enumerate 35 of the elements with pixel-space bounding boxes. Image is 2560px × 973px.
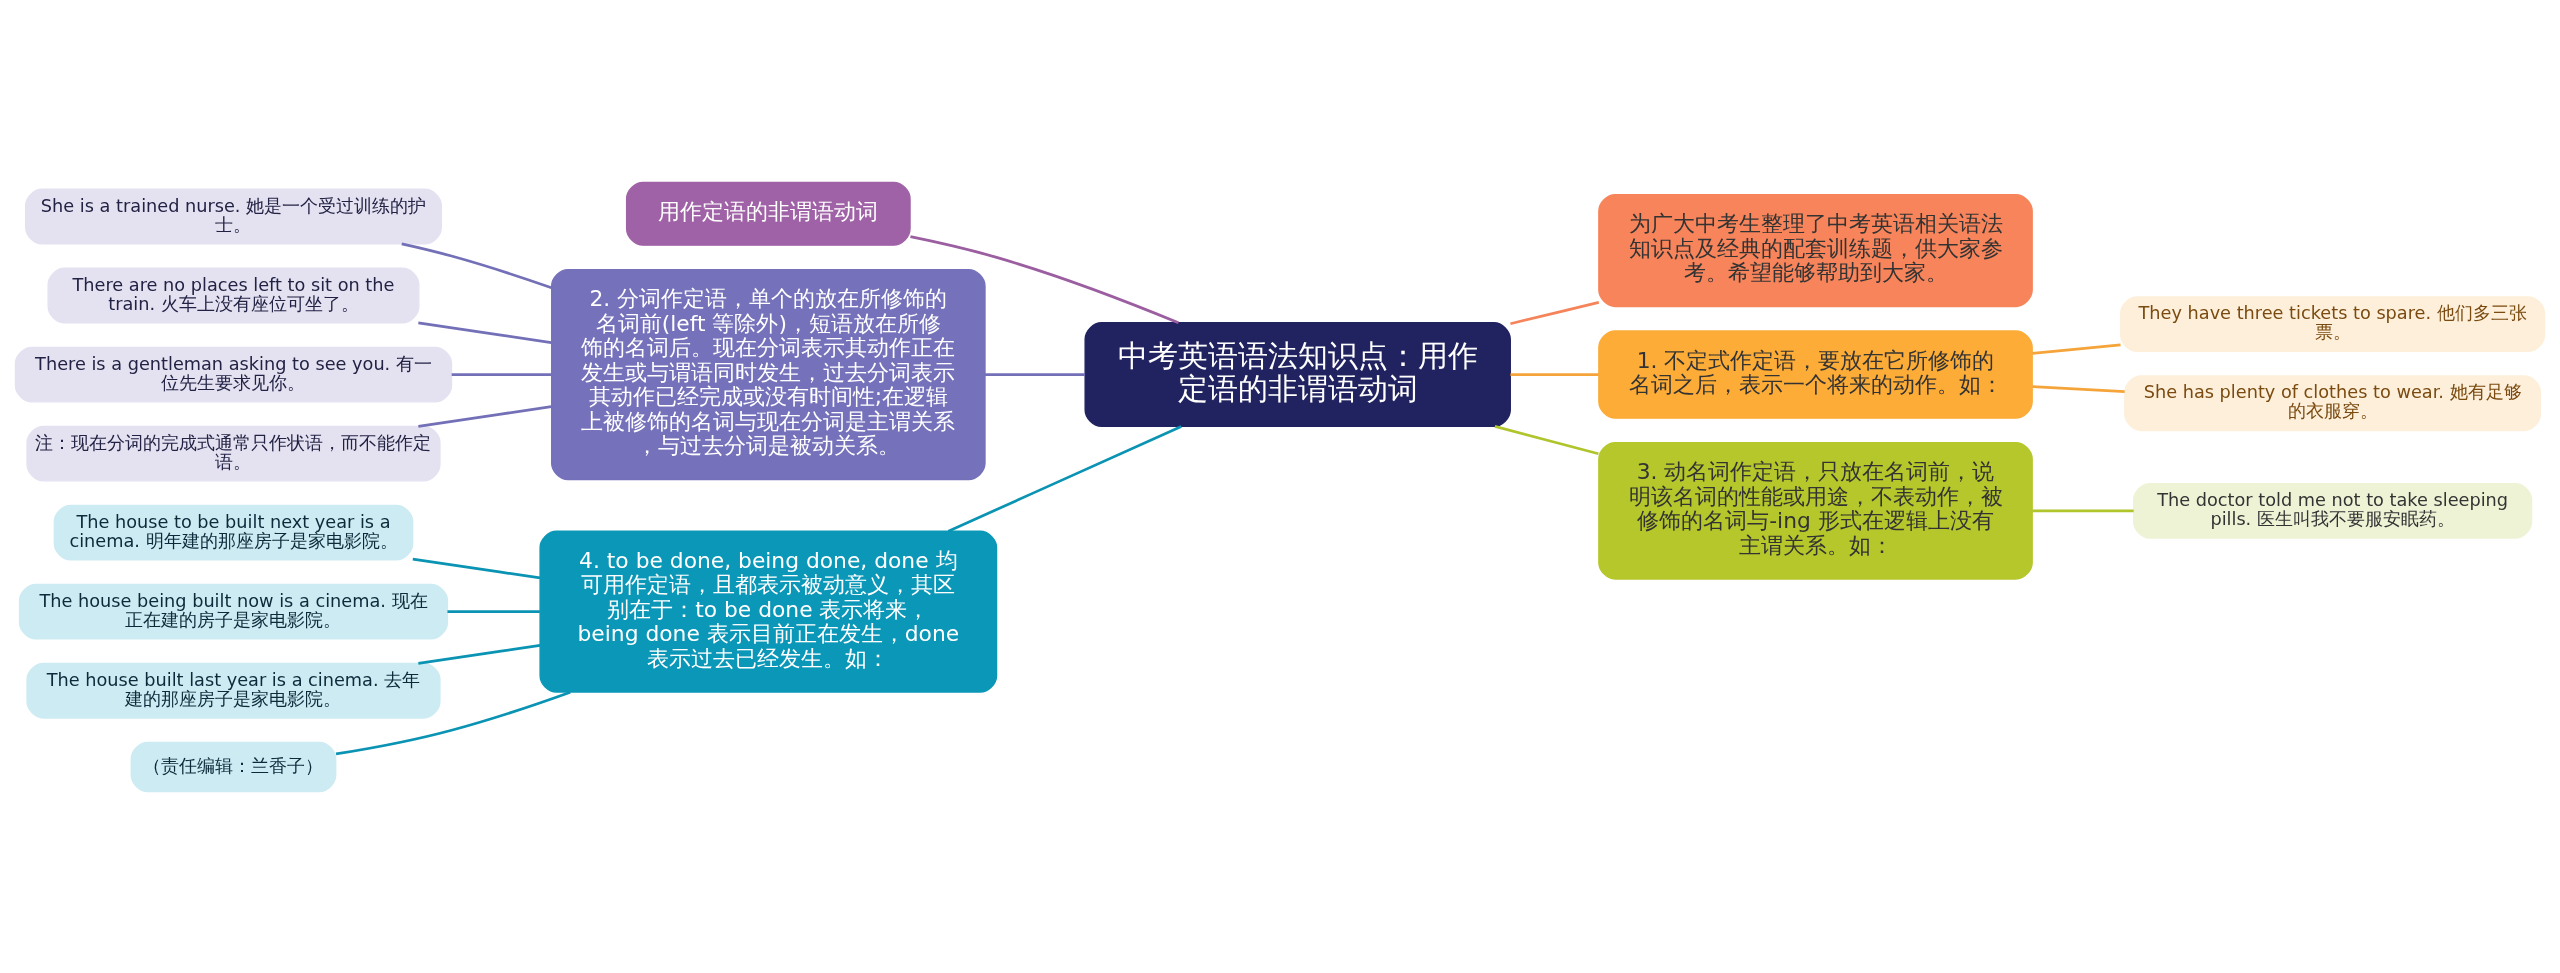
node-box: She has plenty of clothes to wear. 她有足够的衣服穿。 — [2124, 374, 2542, 431]
node-box: 中考英语语法知识点：用作定语的非谓语动词 — [1084, 321, 1511, 427]
connector — [401, 242, 552, 289]
node-box: There are no places left to sit on the train. 火车上没有座位可坐了。 — [47, 267, 420, 323]
node-box: They have three tickets to spare. 他们多三张票。 — [2120, 295, 2546, 352]
connector — [447, 609, 540, 613]
connector — [2032, 342, 2121, 355]
connector — [412, 557, 541, 579]
node-box: （责任编辑：兰香子） — [130, 741, 337, 792]
node-box: 用作定语的非谓语动词 — [625, 181, 911, 246]
node-box: 注：现在分词的完成式通常只作状语，而不能作定语。 — [26, 425, 441, 482]
connector — [985, 372, 1085, 376]
connector — [418, 404, 552, 428]
connector — [1510, 372, 1599, 376]
node-box: The house being built now is a cinema. 现在正在建的房子是家电影院。 — [18, 583, 449, 640]
node-box: 3. 动名词作定语，只放在名词前，说明该名词的性能或用途，不表动作，被修饰的名词与-ing 形式在逻辑上没有主谓关系。如： — [1598, 441, 2033, 580]
node-box: 1. 不定式作定语，要放在它所修饰的名词之后，表示一个将来的动作。如： — [1598, 329, 2033, 419]
connector — [910, 234, 1179, 324]
node-box: 2. 分词作定语，单个的放在所修饰的名词前(left 等除外)，短语放在所修饰的名词后。现在分词表示其动作正在发生或与谓语同时发生，过去分词表示其动作已经完成或没有时间性;在逻辑上被修饰的名词与现在分词是主谓关系，与过去分词是被动关系。 — [551, 268, 986, 480]
connector — [418, 320, 552, 344]
node-box: The house built last year is a cinema. 去年建的那座房子是家电影院。 — [26, 662, 441, 719]
connector — [2032, 509, 2134, 512]
connector — [335, 690, 571, 755]
connector — [418, 643, 541, 665]
connector — [451, 372, 552, 376]
node-box: The doctor told me not to take sleeping pills. 医生叫我不要服安眠药。 — [2133, 482, 2533, 539]
connector — [1510, 300, 1600, 325]
connector — [2032, 384, 2125, 393]
node-box: She is a trained nurse. 她是一个受过训练的护士。 — [25, 188, 442, 244]
node-box: The house to be built next year is a cinema. 明年建的那座房子是家电影院。 — [53, 504, 414, 561]
node-box: 4. to be done, being done, done 均可用作定语，且都表示被动意义，其区别在于：to be done 表示将来，being done 表示目前正在发生，done 表示过去已经发生。如： — [539, 530, 998, 693]
node-box: There is a gentleman asking to see you. 有一位先生要求见你。 — [14, 346, 453, 402]
connector — [1494, 424, 1599, 455]
node-box: 为广大中考生整理了中考英语相关语法知识点及经典的配套训练题，供大家参考。希望能够帮助到大家。 — [1598, 193, 2033, 307]
connector — [947, 424, 1182, 532]
